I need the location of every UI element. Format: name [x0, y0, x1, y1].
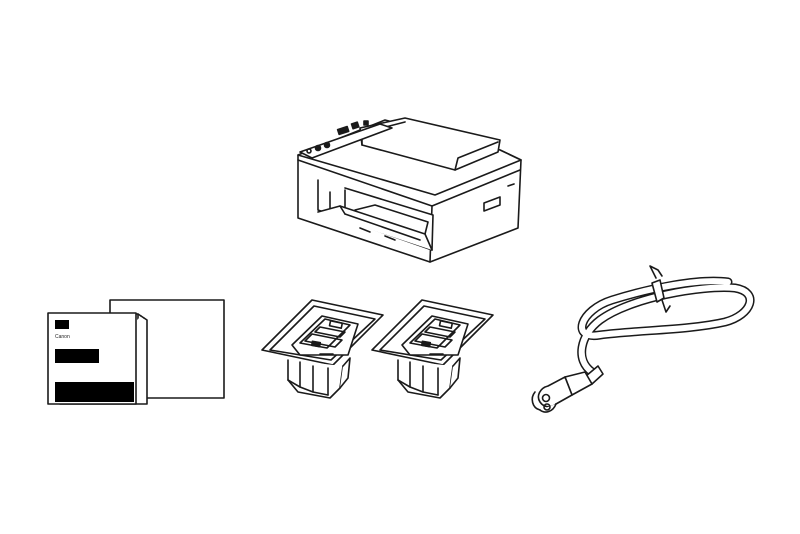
manual-documents-icon: Canon — [47, 299, 225, 405]
ink-cartridge-icon — [371, 299, 494, 399]
power-cord-icon — [531, 265, 755, 413]
printer-icon — [297, 117, 522, 263]
brand-text: Canon — [55, 334, 70, 340]
ink-cartridge-icon — [261, 299, 384, 399]
